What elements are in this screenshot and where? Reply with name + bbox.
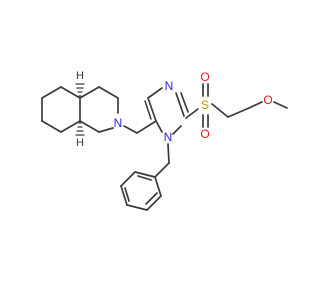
molecule-structure: N N N S O O O H H — [41, 70, 288, 211]
stereo-h-top — [75, 83, 85, 97]
molecule-canvas: N N N S O O O H H — [41, 70, 288, 211]
oxygen-top-label: O — [200, 70, 209, 84]
methylene-linker — [123, 120, 157, 134]
sulfonyl-chain — [185, 83, 288, 128]
oxygen-ether-label: O — [263, 93, 272, 107]
oxygen-bottom-label: O — [200, 127, 209, 141]
benzyl-group — [120, 143, 170, 211]
nitrogen-imidazole-top-label: N — [165, 79, 174, 93]
stereo-h-bottom-label: H — [76, 137, 84, 149]
imidazole-ring — [144, 87, 189, 135]
nitrogen-ring-label: N — [114, 116, 123, 130]
stereo-h-bottom — [75, 122, 85, 136]
stereo-h-top-label: H — [76, 70, 84, 82]
cyclohexane-ring — [41, 86, 81, 133]
piperidine-ring — [79, 86, 119, 133]
sulfur-label: S — [201, 98, 209, 112]
nitrogen-imidazole-bottom-label: N — [164, 130, 173, 144]
